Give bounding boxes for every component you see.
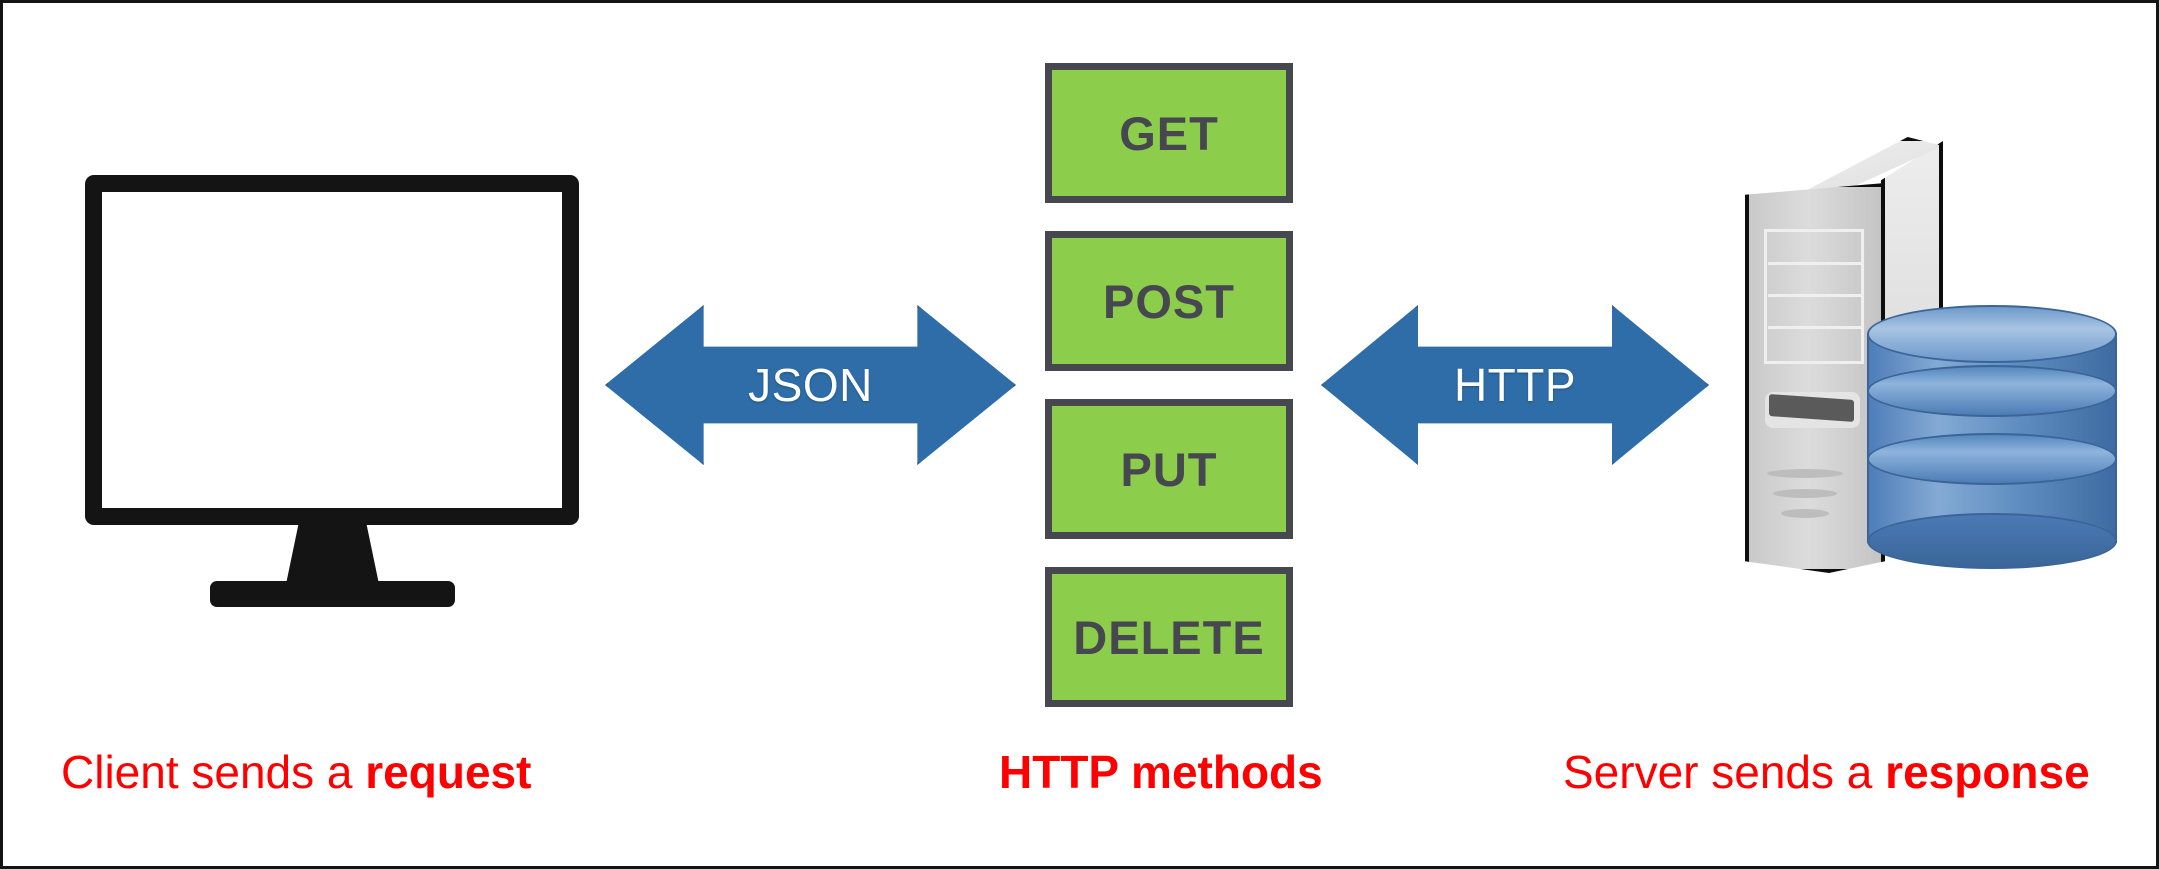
vent-line	[1768, 262, 1864, 265]
http-double-arrow-icon	[1321, 305, 1709, 465]
client-caption-prefix: Client sends a	[61, 746, 366, 798]
monitor-screen	[85, 175, 579, 525]
tower-curved-vent	[1773, 489, 1837, 498]
database-ring	[1867, 365, 2117, 417]
server-caption: Server sends a response	[1563, 745, 2090, 799]
tower-curved-vent	[1781, 509, 1829, 518]
vent-line	[1768, 326, 1864, 329]
monitor-neck	[285, 525, 380, 589]
http-methods-stack: GET POST PUT DELETE	[1045, 63, 1293, 723]
database-bottom-disc	[1867, 513, 2117, 569]
method-box-delete[interactable]: DELETE	[1045, 567, 1293, 707]
database-top-disc	[1867, 305, 2117, 363]
server-group	[1725, 125, 2145, 615]
server-caption-prefix: Server sends a	[1563, 746, 1886, 798]
tower-curved-vent	[1767, 469, 1843, 478]
json-double-arrow-icon	[605, 305, 1016, 465]
client-caption-emphasis: request	[365, 746, 532, 798]
server-caption-emphasis: response	[1885, 746, 2090, 798]
tower-front-panel	[1745, 183, 1885, 573]
method-box-post[interactable]: POST	[1045, 231, 1293, 371]
computer-monitor-icon	[85, 175, 579, 607]
monitor-base	[210, 581, 455, 607]
database-cylinder-icon	[1867, 305, 2117, 570]
tower-vent-panel	[1764, 229, 1864, 364]
method-box-get[interactable]: GET	[1045, 63, 1293, 203]
methods-caption: HTTP methods	[999, 746, 1323, 798]
client-caption: Client sends a request	[61, 745, 531, 799]
database-ring	[1867, 433, 2117, 485]
method-box-put[interactable]: PUT	[1045, 399, 1293, 539]
vent-line	[1768, 294, 1864, 297]
